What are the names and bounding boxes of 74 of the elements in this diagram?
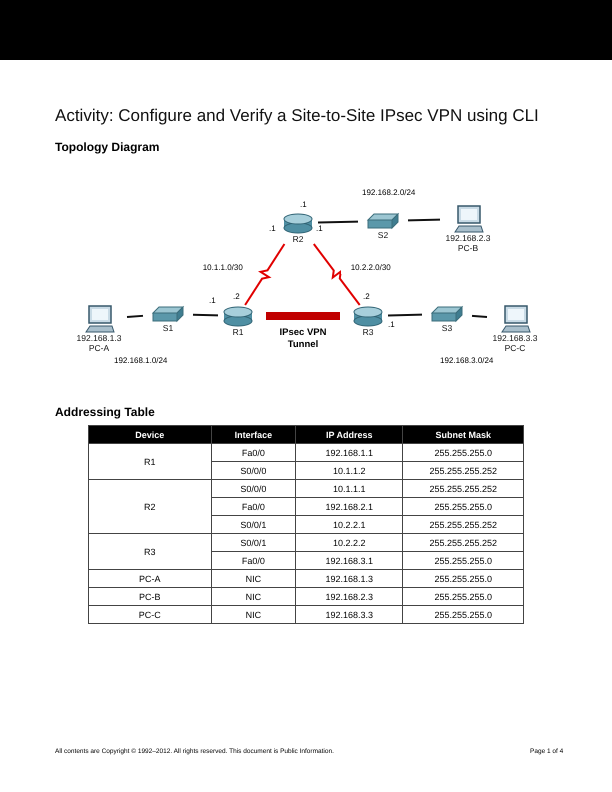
subnet-mask-cell: 255.255.255.252 (402, 462, 524, 480)
interface-cell: S0/0/1 (211, 516, 296, 534)
network-address: 192.168.2.0/24 (362, 188, 416, 197)
device-label: R3 (362, 327, 374, 337)
device-cell: PC-A (88, 570, 212, 588)
subnet-mask-cell: 255.255.255.252 (402, 534, 524, 552)
network-link (313, 243, 361, 306)
network-link (472, 314, 488, 318)
ip-address-cell: 192.168.3.1 (296, 552, 403, 570)
section-heading: Topology Diagram (55, 140, 160, 154)
device-label: PC-B (456, 243, 480, 253)
device-label: R1 (232, 327, 244, 337)
interface-cell: NIC (211, 606, 296, 624)
header-cell: Interface (211, 426, 296, 444)
subnet-mask-cell: 255.255.255.0 (402, 588, 524, 606)
interface-address: .1 (300, 200, 307, 209)
device-label: S2 (376, 230, 390, 240)
device-label: S1 (162, 323, 174, 333)
interface-cell: Fa0/0 (211, 444, 296, 462)
subnet-mask-cell: 255.255.255.0 (402, 570, 524, 588)
interface-cell: NIC (211, 588, 296, 606)
device-label: PC-A (88, 343, 110, 353)
ip-address-cell: 10.1.1.2 (296, 462, 403, 480)
interface-address: .2 (363, 292, 370, 301)
section-heading: Addressing Table (55, 405, 155, 419)
interface-cell: Fa0/0 (211, 498, 296, 516)
subnet-mask-cell: 255.255.255.0 (402, 606, 524, 624)
device-cell: PC-B (88, 588, 212, 606)
ip-address-cell: 192.168.1.3 (296, 570, 403, 588)
device-label: S3 (440, 323, 454, 333)
network-link (244, 243, 286, 306)
interface-cell: S0/0/1 (211, 534, 296, 552)
subnet-mask-cell: 255.255.255.0 (402, 498, 524, 516)
device-label: 192.168.1.3 (76, 333, 122, 343)
subnet-mask-cell: 255.255.255.252 (402, 480, 524, 498)
network-address: 192.168.3.0/24 (440, 356, 494, 365)
interface-address: .1 (209, 296, 216, 305)
device-cell: PC-C (88, 606, 212, 624)
interface-address: .2 (233, 292, 240, 301)
network-link (126, 314, 144, 318)
subnet-mask-cell: 255.255.255.0 (402, 444, 524, 462)
device-label: 192.168.3.3 (492, 333, 538, 343)
header-cell: Device (88, 426, 212, 444)
device-cell: R3 (88, 534, 212, 570)
network-link (388, 314, 422, 316)
interface-address: .1 (316, 224, 323, 233)
device-label: PC-C (504, 343, 526, 353)
header-cell: IP Address (296, 426, 403, 444)
subnet-mask-cell: 255.255.255.0 (402, 552, 524, 570)
ip-address-cell: 192.168.2.3 (296, 588, 403, 606)
ip-address-cell: 10.1.1.1 (296, 480, 403, 498)
ip-address-cell: 10.2.2.1 (296, 516, 403, 534)
interface-address: .1 (269, 224, 276, 233)
device-cell: R2 (88, 480, 212, 534)
tunnel-bar (266, 312, 340, 320)
network-address: 192.168.1.0/24 (114, 356, 168, 365)
interface-address: .1 (388, 320, 395, 329)
page-title: Activity: Configure and Verify a Site-to-Site IPsec VPN using CLI (55, 106, 539, 126)
interface-cell: NIC (211, 570, 296, 588)
ip-address-cell: 10.2.2.2 (296, 534, 403, 552)
interface-cell: S0/0/0 (211, 480, 296, 498)
interface-cell: Fa0/0 (211, 552, 296, 570)
ip-address-cell: 192.168.2.1 (296, 498, 403, 516)
device-label: 192.168.2.3 (444, 233, 492, 243)
subnet-mask-cell: 255.255.255.252 (402, 516, 524, 534)
network-link (192, 314, 218, 316)
network-link (318, 220, 358, 224)
header-cell: Subnet Mask (402, 426, 524, 444)
interface-cell: S0/0/0 (211, 462, 296, 480)
device-cell: R1 (88, 444, 212, 480)
ip-address-cell: 192.168.3.3 (296, 606, 403, 624)
device-label: R2 (292, 234, 304, 244)
network-link (408, 218, 440, 222)
ip-address-cell: 192.168.1.1 (296, 444, 403, 462)
